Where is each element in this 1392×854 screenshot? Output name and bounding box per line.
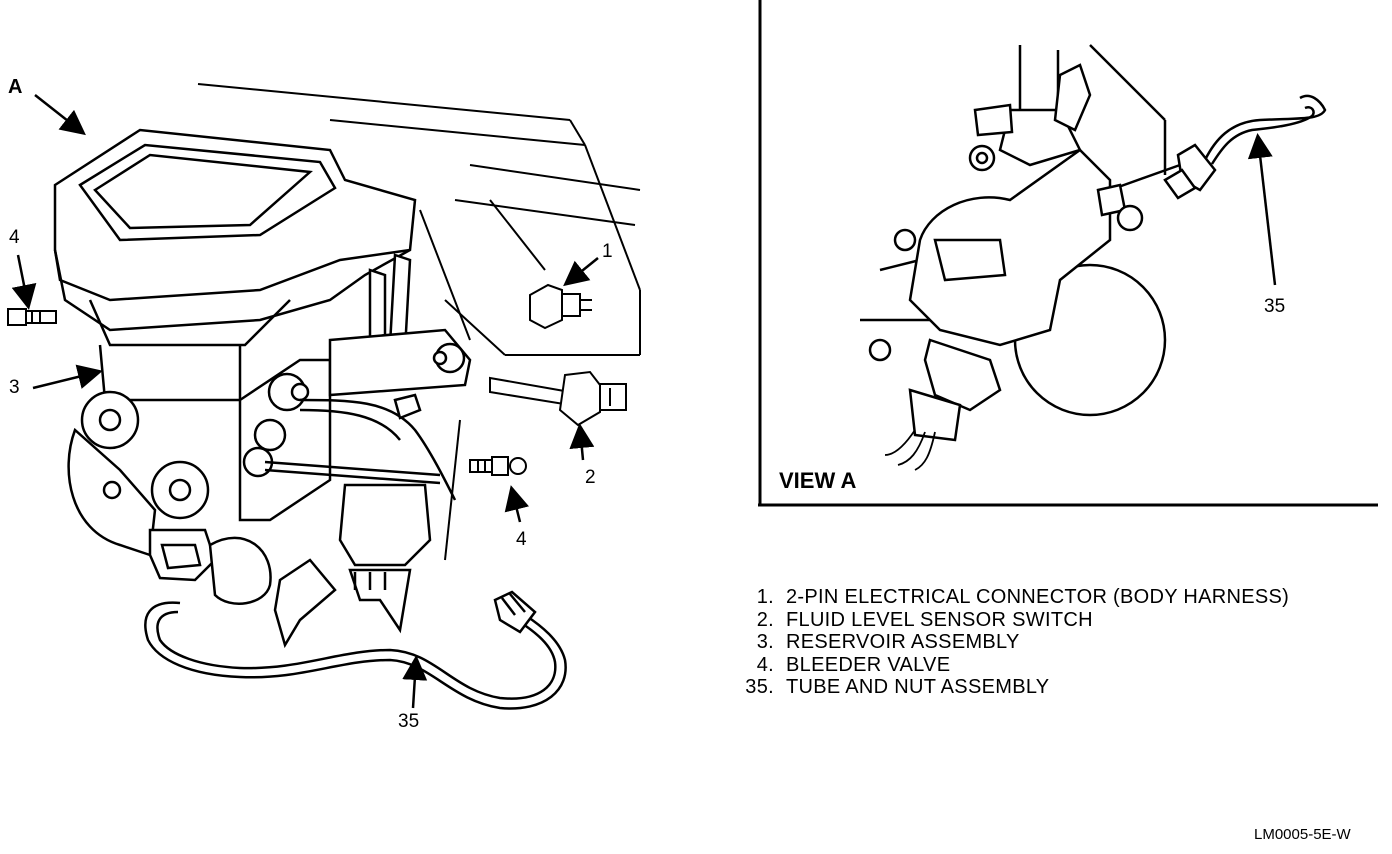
- leader-arrows-main: [11, 94, 599, 709]
- view-a-wires: [884, 429, 936, 471]
- callout-3: 3: [9, 377, 20, 398]
- reservoir-assembly: [53, 128, 417, 402]
- view-a-title: VIEW A: [779, 468, 857, 493]
- lower-connectors: [273, 483, 432, 649]
- legend-text: BLEEDER VALVE: [786, 653, 951, 676]
- brake-lines: [264, 393, 457, 501]
- view-a-frame: [758, 0, 1378, 507]
- parts-legend: 1. 2-PIN ELECTRICAL CONNECTOR (BODY HARN…: [732, 586, 1289, 699]
- legend-text: FLUID LEVEL SENSOR SWITCH: [786, 608, 1093, 631]
- callout-35-main: 35: [398, 711, 420, 732]
- legend-number: 1.: [756, 586, 774, 608]
- callout-2: 2: [585, 467, 596, 488]
- view-a-drawing: [860, 44, 1181, 442]
- callout-4-left: 4: [9, 227, 20, 248]
- callout-35-view: 35: [1264, 296, 1286, 317]
- legend-text: 2-PIN ELECTRICAL CONNECTOR (BODY HARNESS…: [786, 586, 1290, 608]
- bleeder-valve-right: [469, 456, 527, 476]
- legend-text: RESERVOIR ASSEMBLY: [786, 631, 1020, 653]
- legend-item: 4. BLEEDER VALVE: [732, 654, 1289, 677]
- legend-number: 2.: [756, 608, 774, 631]
- fluid-level-sensor-switch: [489, 370, 627, 427]
- legend-number: 35.: [745, 676, 774, 698]
- modulator-body: [67, 328, 472, 605]
- legend-item: 2. FLUID LEVEL SENSOR SWITCH: [732, 609, 1289, 632]
- tube-nut-assembly-main: [144, 590, 567, 710]
- tube-nut-assembly-view: [1163, 94, 1327, 200]
- figure-code: LM0005-5E-W: [1254, 826, 1351, 843]
- leader-arrow-view: [1247, 133, 1277, 286]
- callout-1: 1: [602, 241, 613, 262]
- legend-number: 4.: [756, 653, 774, 676]
- view-marker-a: A: [8, 76, 23, 98]
- two-pin-connector: [529, 283, 592, 330]
- legend-number: 3.: [756, 631, 774, 653]
- body-panel: [197, 83, 641, 561]
- legend-item: 3. RESERVOIR ASSEMBLY: [732, 631, 1289, 654]
- callout-4-right: 4: [516, 529, 527, 550]
- legend-item: 35. TUBE AND NUT ASSEMBLY: [732, 676, 1289, 699]
- legend-item: 1. 2-PIN ELECTRICAL CONNECTOR (BODY HARN…: [732, 586, 1289, 609]
- bleeder-valve-left: [7, 308, 57, 326]
- legend-text: TUBE AND NUT ASSEMBLY: [786, 676, 1050, 698]
